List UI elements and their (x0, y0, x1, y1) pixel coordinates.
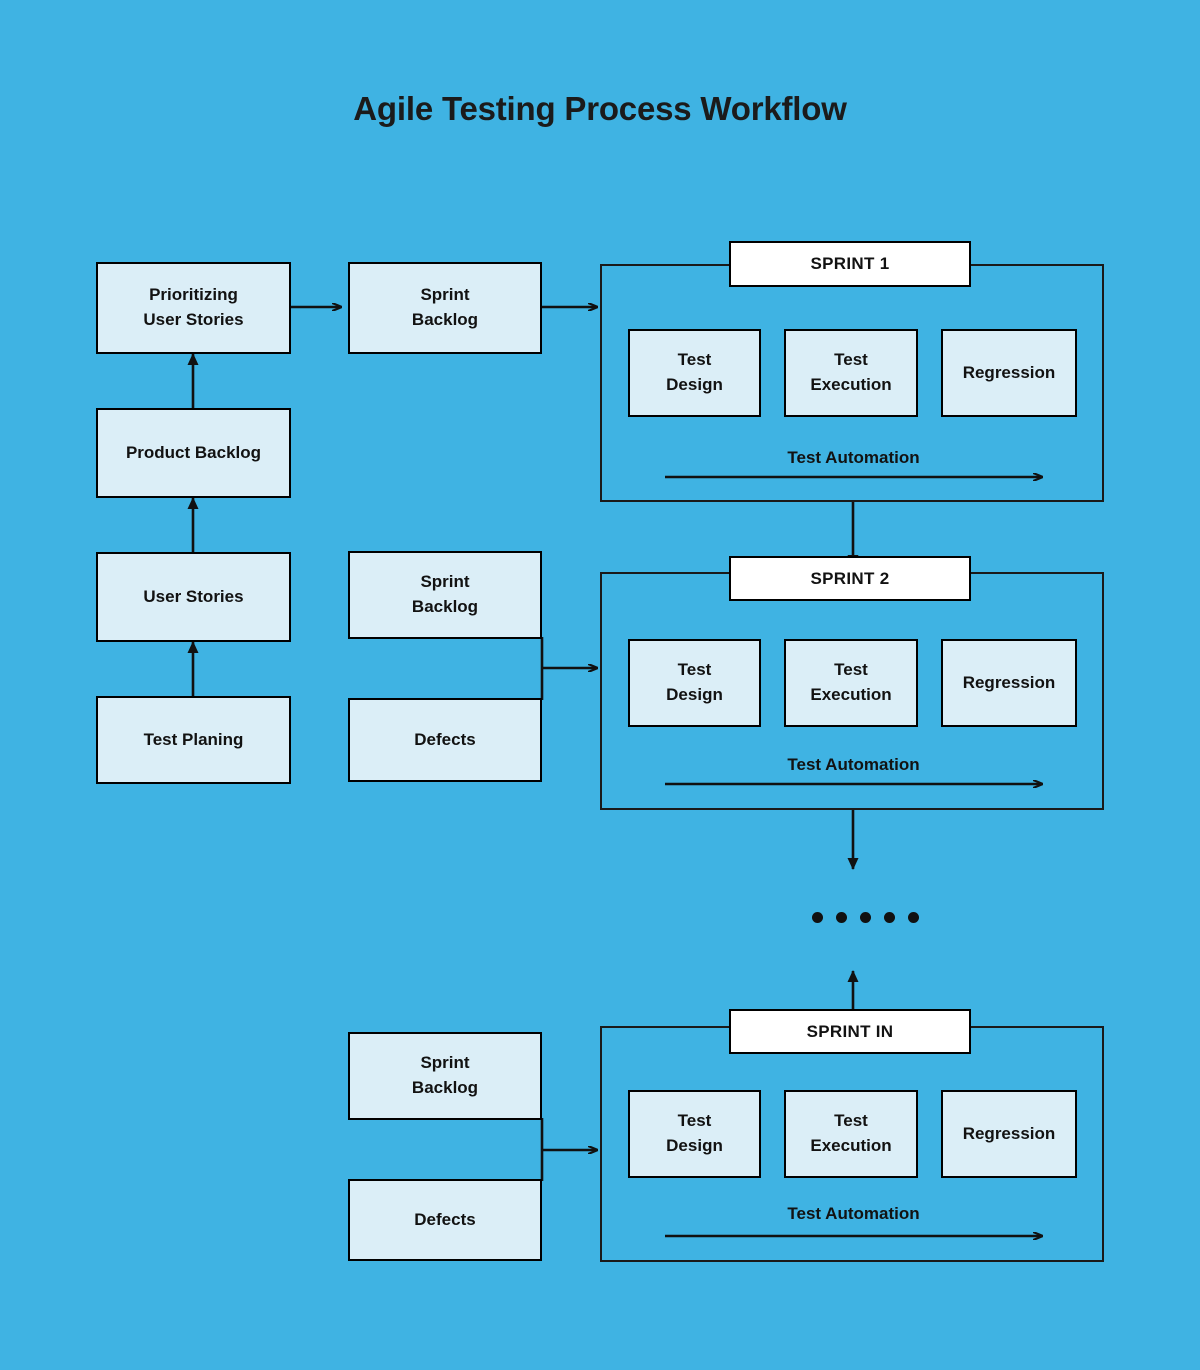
node-product-backlog[interactable]: Product Backlog (96, 408, 291, 498)
node-defects-2[interactable]: Defects (348, 698, 542, 782)
stage-test-design-n[interactable]: Test Design (628, 1090, 761, 1178)
continuation-dots (812, 912, 919, 923)
stage-regression-2[interactable]: Regression (941, 639, 1077, 727)
node-prioritizing-user-stories[interactable]: Prioritizing User Stories (96, 262, 291, 354)
sprint-label-n: SPRINT IN (729, 1009, 971, 1054)
node-defects-n[interactable]: Defects (348, 1179, 542, 1261)
dot-5 (908, 912, 919, 923)
node-sprint-backlog-2[interactable]: Sprint Backlog (348, 551, 542, 639)
stage-test-execution-2[interactable]: Test Execution (784, 639, 918, 727)
stage-test-design-2[interactable]: Test Design (628, 639, 761, 727)
dot-4 (884, 912, 895, 923)
test-automation-label-n: Test Automation (787, 1204, 920, 1223)
stage-regression-1[interactable]: Regression (941, 329, 1077, 417)
dot-1 (812, 912, 823, 923)
stage-test-design-1[interactable]: Test Design (628, 329, 761, 417)
stage-test-execution-n[interactable]: Test Execution (784, 1090, 918, 1178)
page-title: Agile Testing Process Workflow (353, 90, 847, 127)
node-user-stories[interactable]: User Stories (96, 552, 291, 642)
node-sprint-backlog-n[interactable]: Sprint Backlog (348, 1032, 542, 1120)
dot-2 (836, 912, 847, 923)
sprint-label-1: SPRINT 1 (729, 241, 971, 287)
test-automation-label-1: Test Automation (787, 448, 920, 467)
stage-test-execution-1[interactable]: Test Execution (784, 329, 918, 417)
node-sprint-backlog-1[interactable]: Sprint Backlog (348, 262, 542, 354)
sprint-label-2: SPRINT 2 (729, 556, 971, 601)
test-automation-label-2: Test Automation (787, 755, 920, 774)
node-test-planing[interactable]: Test Planing (96, 696, 291, 784)
stage-regression-n[interactable]: Regression (941, 1090, 1077, 1178)
dot-3 (860, 912, 871, 923)
